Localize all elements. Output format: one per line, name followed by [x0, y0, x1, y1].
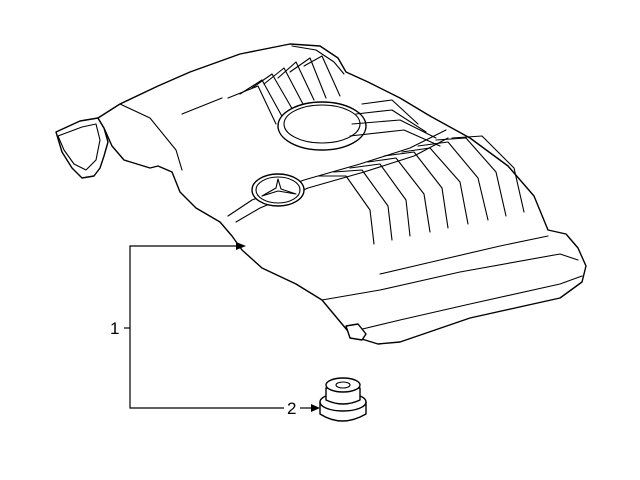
- cover-upper-right-ribs: [349, 99, 441, 147]
- cover-front-lip-lower: [349, 275, 583, 333]
- cover-front-face-line: [379, 235, 549, 275]
- grommet-hole: [335, 381, 351, 389]
- cover-left-contour: [119, 103, 183, 171]
- callout-2-label: 2: [287, 399, 296, 418]
- cover-front-tab: [345, 323, 367, 341]
- cover-oil-cap-pad: [277, 101, 367, 151]
- cover-left-rim: [181, 97, 223, 115]
- cover-lower-right-ribs: [317, 135, 525, 245]
- cover-center-band: [227, 129, 447, 217]
- cover-main-body: [97, 43, 587, 345]
- callout-1-label: 1: [110, 319, 119, 338]
- grommet-neck: [325, 387, 361, 405]
- cover-oil-cap-pad-inner: [283, 104, 361, 144]
- leader-1-bracket: [129, 245, 284, 409]
- leader-2-arrowhead: [311, 404, 320, 412]
- cover-emblem: [251, 173, 305, 207]
- cover-intake-opening: [57, 123, 101, 171]
- callout-leaders: [124, 242, 320, 412]
- cover-front-lip: [321, 253, 579, 301]
- cover-rear-ridge: [291, 45, 345, 75]
- leader-1-arrowhead: [236, 242, 246, 250]
- engine-cover[interactable]: [55, 43, 587, 345]
- cover-top-ribs: [227, 55, 341, 125]
- cover-intake-snout: [55, 117, 109, 179]
- grommet[interactable]: [319, 377, 367, 422]
- grommet-top: [325, 377, 361, 393]
- cover-center-band-edge: [235, 137, 449, 223]
